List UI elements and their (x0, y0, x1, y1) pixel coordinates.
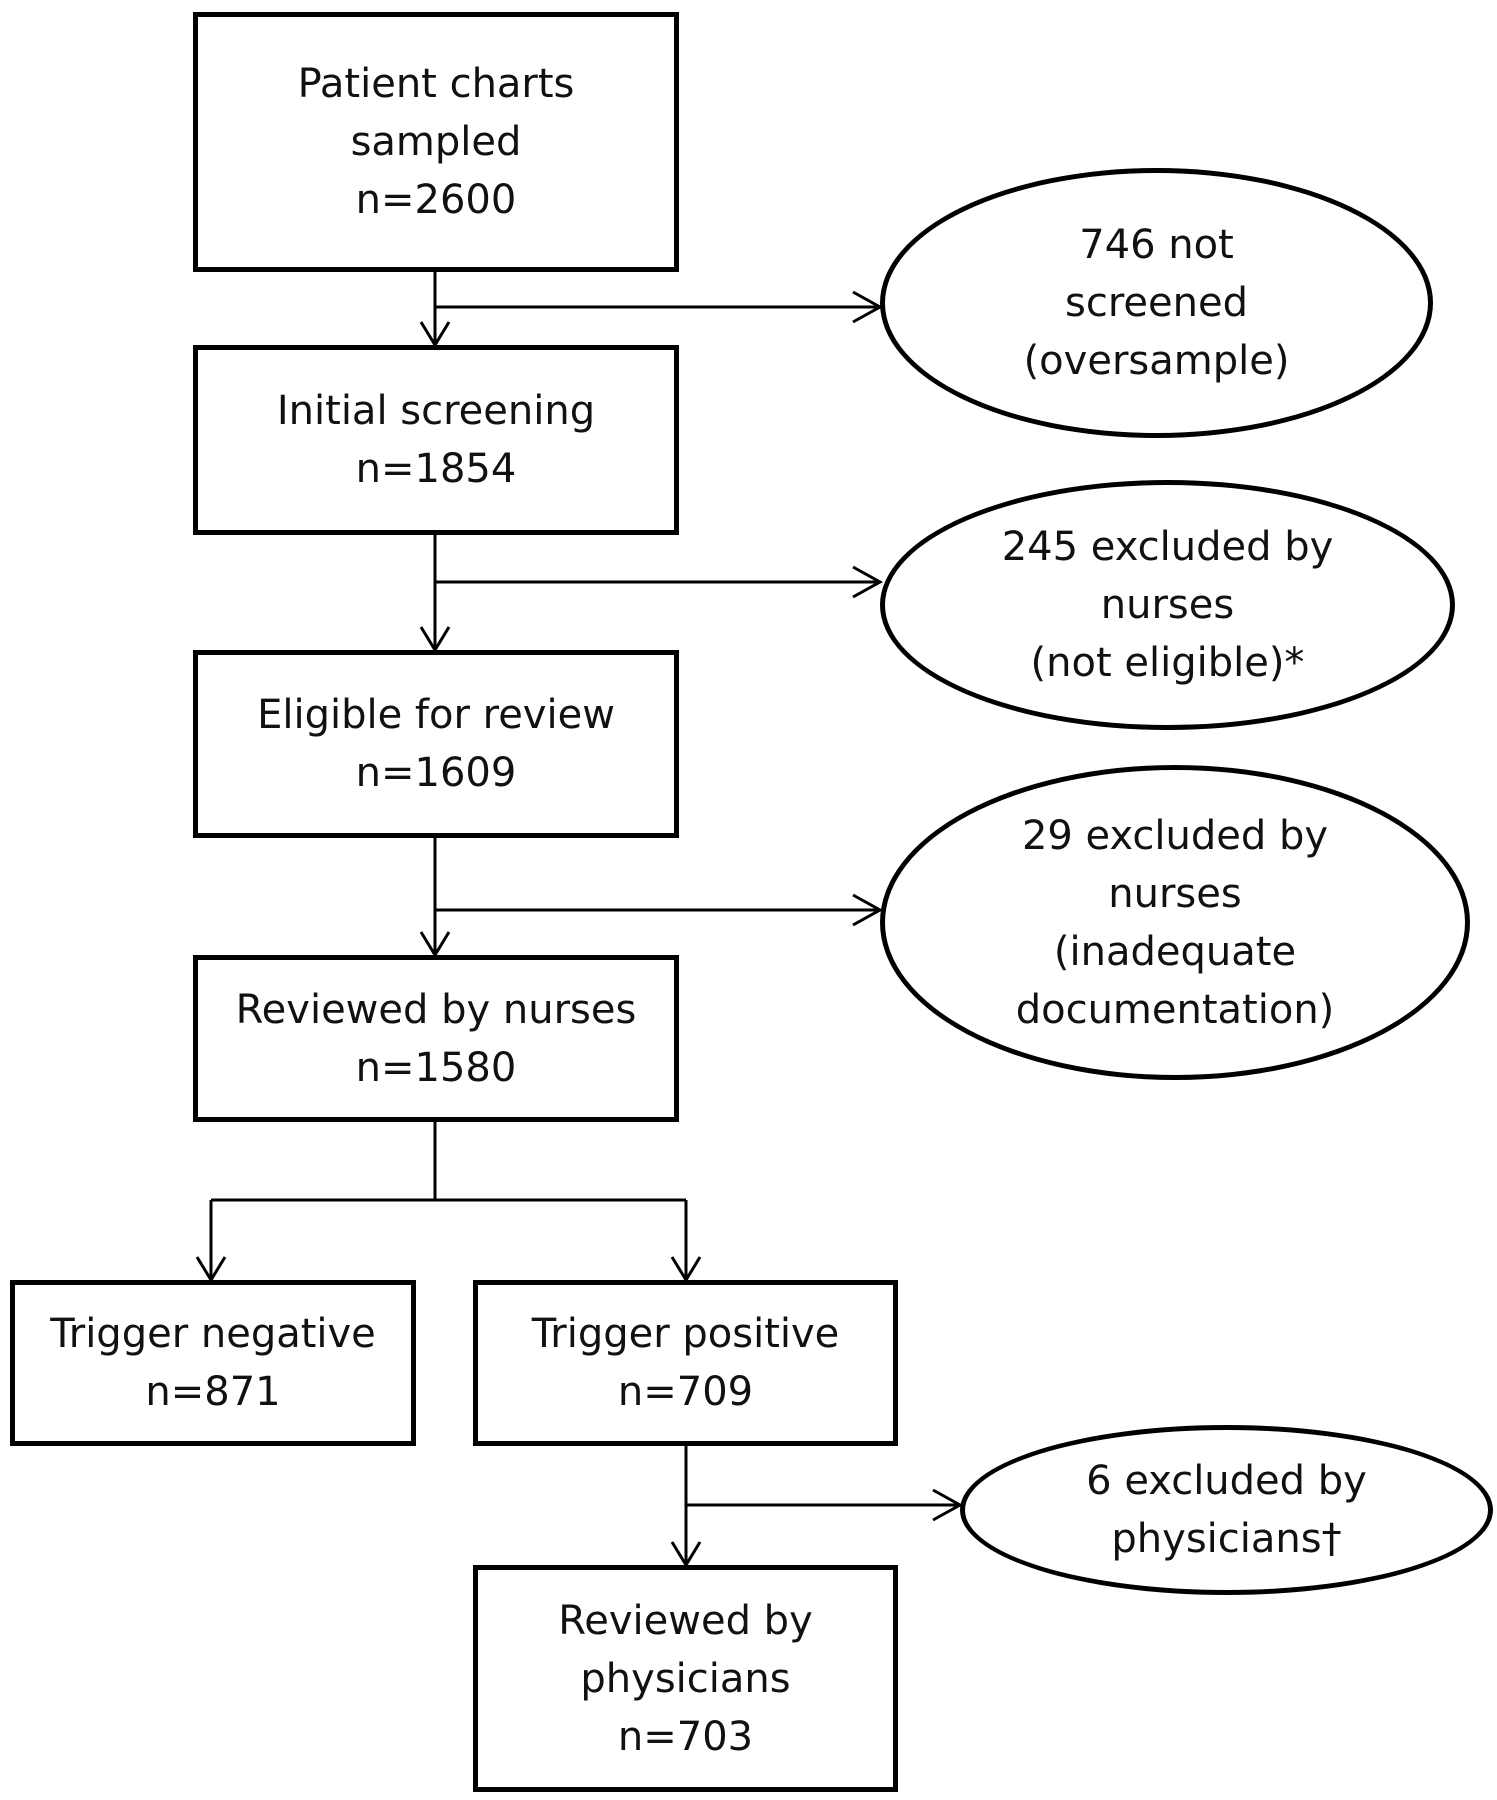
box-label: Eligible for review (257, 692, 615, 738)
oval-label: (not eligible)* (1030, 640, 1305, 686)
oval-excluded-not-eligible: 245 excluded by nurses (not eligible)* (880, 480, 1455, 730)
box-count: n=709 (617, 1369, 754, 1415)
box-trigger-negative: Trigger negative n=871 (10, 1280, 416, 1446)
box-label: Reviewed by nurses (235, 986, 637, 1033)
oval-label: (oversample) (1023, 338, 1290, 384)
box-label: Patient charts (297, 61, 575, 107)
oval-excluded-inadequate-documentation: 29 excluded by nurses (inadequate docume… (880, 765, 1470, 1080)
box-count: n=1609 (355, 750, 517, 796)
box-label: sampled (350, 119, 522, 165)
oval-label: documentation) (1015, 986, 1335, 1033)
box-label: physicians (580, 1655, 791, 1702)
box-reviewed-by-physicians: Reviewed by physicians n=703 (473, 1565, 898, 1792)
box-count: n=871 (145, 1369, 281, 1415)
box-count: n=1854 (355, 446, 517, 492)
oval-not-screened-oversample: 746 not screened (oversample) (880, 168, 1433, 438)
box-label: Trigger positive (531, 1311, 840, 1357)
box-trigger-positive: Trigger positive n=709 (473, 1280, 898, 1446)
box-label: Trigger negative (50, 1311, 376, 1357)
oval-label: (inadequate (1053, 928, 1297, 975)
box-patient-charts-sampled: Patient charts sampled n=2600 (193, 12, 679, 272)
box-count: n=1580 (355, 1044, 517, 1091)
box-label: Reviewed by (558, 1597, 813, 1644)
box-count: n=703 (617, 1713, 754, 1760)
box-reviewed-by-nurses: Reviewed by nurses n=1580 (193, 955, 679, 1122)
oval-label: nurses (1108, 870, 1242, 917)
oval-excluded-by-physicians: 6 excluded by physicians† (960, 1425, 1493, 1595)
box-initial-screening: Initial screening n=1854 (193, 345, 679, 535)
oval-label: screened (1065, 280, 1248, 326)
oval-label: physicians† (1111, 1516, 1342, 1562)
oval-label: nurses (1100, 582, 1235, 628)
box-count: n=2600 (355, 177, 517, 223)
box-eligible-for-review: Eligible for review n=1609 (193, 650, 679, 838)
oval-label: 746 not (1079, 222, 1234, 268)
oval-label: 245 excluded by (1001, 524, 1334, 570)
arrowhead (852, 565, 884, 599)
box-label: Initial screening (276, 388, 596, 434)
oval-label: 29 excluded by (1021, 812, 1329, 859)
oval-label: 6 excluded by (1086, 1458, 1367, 1504)
